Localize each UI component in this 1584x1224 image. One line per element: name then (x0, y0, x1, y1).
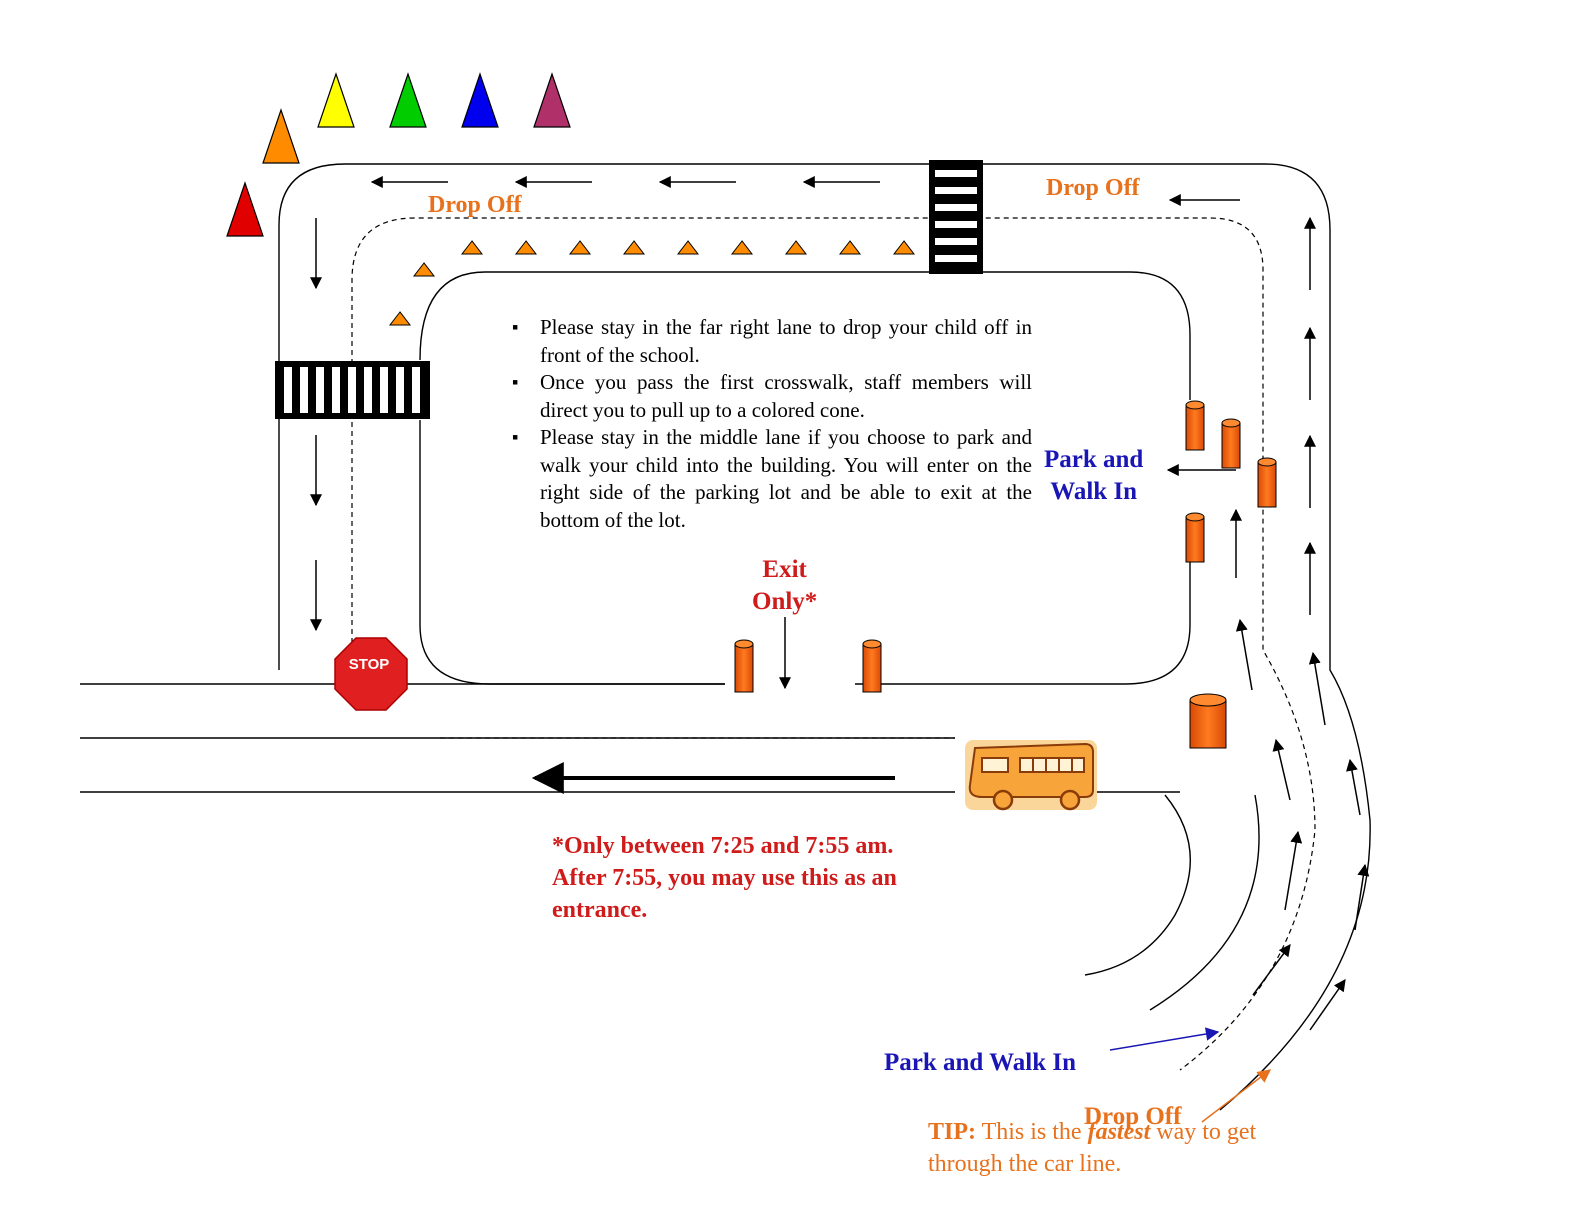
arrow-up (1272, 738, 1291, 801)
stop-sign-text: STOP (348, 656, 390, 673)
road-outlines (80, 163, 1371, 1111)
red-cone-icon (226, 181, 264, 237)
arrow-up (1284, 830, 1303, 911)
park-walk-label-right: Park and Walk In (1044, 446, 1144, 505)
drop-off-pointer-arrow (1201, 1069, 1272, 1123)
cone-icon (460, 240, 484, 255)
stop-sign-icon (334, 637, 408, 711)
arrow-up (1309, 979, 1346, 1031)
tip-label: TIP: (928, 1119, 976, 1145)
drop-off-label-top-left: Drop Off (428, 192, 522, 218)
tip-text: TIP: This is the fastest way to get thro… (928, 1116, 1288, 1180)
barrel-icon (1257, 457, 1277, 508)
barrel-icon (734, 639, 754, 693)
drop-off-label-bottom: Drop Off (1084, 1103, 1182, 1130)
crosswalk-left (275, 361, 430, 419)
orange-cone-icon (262, 108, 300, 164)
instruction-item: Please stay in the middle lane if you ch… (512, 424, 1032, 534)
arrow-up (1346, 758, 1361, 816)
arrow-up (1235, 618, 1253, 691)
arrow-up (1354, 863, 1370, 931)
cone-icon (838, 240, 862, 255)
blue-cone-icon (461, 72, 499, 128)
drop-off-cones (388, 240, 916, 326)
barrels (734, 400, 1277, 749)
tip-text-before: This is the (981, 1119, 1082, 1145)
cone-icon (622, 240, 646, 255)
barrel-icon (862, 639, 882, 693)
barrel-icon (1185, 400, 1205, 451)
barrel-icon (1189, 693, 1227, 749)
instruction-item: Please stay in the far right lane to dro… (512, 314, 1032, 369)
cone-icon (388, 311, 412, 326)
instruction-item: Once you pass the first crosswalk, staff… (512, 369, 1032, 424)
cone-icon (676, 240, 700, 255)
tip-text-after: way to get through the car line. (928, 1119, 1257, 1177)
instructions-list: Please stay in the far right lane to dro… (512, 314, 1032, 534)
cone-icon (514, 240, 538, 255)
purple-cone-icon (533, 72, 571, 128)
cone-icon (730, 240, 754, 255)
green-cone-icon (389, 72, 427, 128)
cone-icon (784, 240, 808, 255)
barrel-icon (1185, 512, 1205, 563)
time-footnote: *Only between 7:25 and 7:55 am. After 7:… (552, 833, 897, 923)
school-bus-icon (965, 740, 1097, 811)
colored-cones (226, 72, 571, 237)
barrel-icon (1221, 418, 1241, 469)
cone-icon (568, 240, 592, 255)
arrow-up (1308, 651, 1326, 726)
exit-only-label: Exit Only* (752, 556, 818, 615)
crosswalk-top (929, 160, 983, 274)
drop-off-label-top-right: Drop Off (1046, 175, 1140, 201)
dashed-lane-dividers (351, 217, 1316, 1071)
direction-arrows (310, 176, 1370, 1031)
park-walk-label-bottom: Park and Walk In (884, 1049, 1076, 1076)
cone-icon (892, 240, 916, 255)
arrow-up (1252, 944, 1291, 996)
yellow-cone-icon (317, 72, 355, 128)
park-walk-pointer-arrow (1109, 1027, 1220, 1051)
cone-icon (412, 262, 436, 277)
tip-emphasis: fastest (1087, 1119, 1151, 1145)
